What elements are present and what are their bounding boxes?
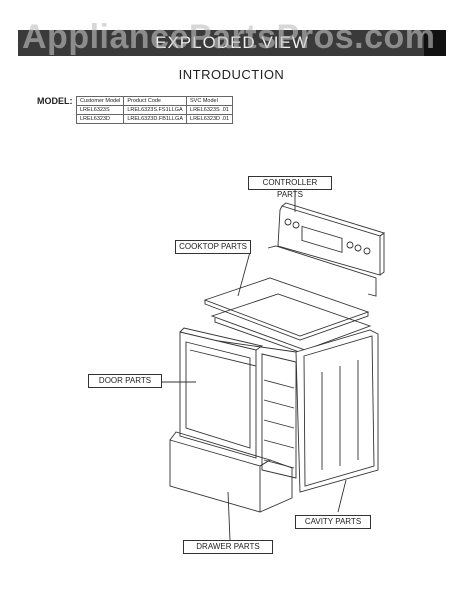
knob-3 bbox=[346, 241, 354, 249]
knob-4 bbox=[354, 244, 362, 252]
callout-cooktop-parts: COOKTOP PARTS bbox=[175, 240, 251, 254]
controller-side-edge bbox=[379, 232, 385, 276]
cavity-leader-line bbox=[337, 479, 347, 513]
table-cell: LREL6323D .01 bbox=[186, 114, 234, 124]
knob-5 bbox=[363, 247, 371, 255]
callout-cavity-parts: CAVITY PARTS bbox=[295, 515, 371, 529]
rack-1 bbox=[263, 379, 295, 389]
cavity-side-inner bbox=[303, 335, 375, 487]
door-handle bbox=[189, 349, 257, 367]
controller-panel bbox=[277, 205, 381, 276]
cavity-side bbox=[295, 329, 379, 493]
oven-door bbox=[179, 331, 257, 459]
table-row: LREL6323D LREL6323D.FB1LLGA LREL6323D .0… bbox=[75, 114, 234, 124]
page-title: EXPLODED VIEW bbox=[155, 33, 309, 52]
watermark: AppliancePartsPros.com bbox=[22, 18, 436, 56]
header-bar-shade bbox=[424, 30, 446, 56]
backguard-lower bbox=[267, 245, 377, 297]
controller-display bbox=[301, 225, 343, 253]
table-cell: LREL6323D bbox=[75, 114, 125, 124]
callout-door-parts: DOOR PARTS bbox=[88, 374, 162, 388]
knob-1 bbox=[284, 218, 292, 226]
cooktop-edge bbox=[204, 300, 369, 341]
rack-4 bbox=[263, 439, 295, 449]
rack-3 bbox=[263, 419, 295, 429]
model-label: MODEL: bbox=[37, 96, 73, 106]
knob-2 bbox=[292, 221, 300, 229]
door-top bbox=[179, 327, 264, 351]
door-window bbox=[185, 341, 251, 449]
drawer-side bbox=[259, 459, 293, 513]
oven-interior bbox=[261, 353, 297, 479]
cooktop-leader-line bbox=[237, 251, 251, 297]
drawer-leader-line bbox=[227, 491, 231, 541]
callout-drawer-parts: DRAWER PARTS bbox=[183, 540, 273, 554]
callout-controller-parts: CONTROLLER PARTS bbox=[248, 176, 332, 199]
header-bar: EXPLODED VIEW bbox=[18, 30, 446, 56]
section-title: INTRODUCTION bbox=[178, 67, 285, 82]
model-table: Customer Model Product Code SVC Model LR… bbox=[75, 96, 234, 124]
rack-2 bbox=[263, 399, 295, 409]
cooktop-frame bbox=[210, 293, 372, 351]
